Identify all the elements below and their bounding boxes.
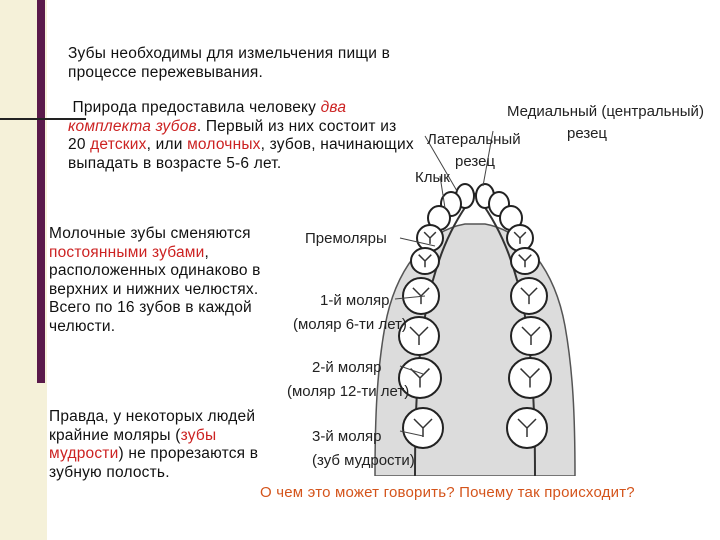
left-decor-bar [37,0,45,383]
p4-highlight-wisdom: зубы мудрости [49,426,217,463]
p3-text-b: , расположенных одинаково в верхних и ни… [49,243,261,335]
p2-highlight-milk: молочных [187,136,261,154]
p3-highlight-permanent: постоянными зубами [49,243,205,261]
label-canine: Клык [415,169,450,186]
premolar-fissure-right [518,254,532,268]
label-premolars: Премоляры [305,230,387,247]
p2-text-c: , или [146,136,188,154]
p2-text-a: Природа предоставила человеку [72,99,321,116]
decor-line [0,118,86,120]
p2-text-d: , зубов, начинающих выпадать в возрасте … [68,136,414,172]
question-text: О чем это может говорить? Почему так про… [260,484,635,501]
premolar-fissure-right [513,231,527,244]
molar-fissure-right [520,287,538,305]
paragraph-intro: Зубы необходимы для измельчения пищи в п… [68,45,391,81]
p2-highlight-two-sets: два комплекта зубов [68,99,347,135]
molar-fissure-left [410,368,430,388]
label-molar-1b: (моляр 6-ти лет) [293,316,407,333]
molar-fissure-right [521,326,541,345]
label-molar-1: 1-й моляр [320,292,389,309]
leader-lines [394,130,494,437]
label-medial-incisor: Медиальный (центральный) [507,103,704,120]
jaw-diagram: Медиальный (центральный) резец Латеральн… [287,103,704,476]
label-molar-2b: (моляр 12-ти лет) [287,383,409,400]
label-molar-3b: (зуб мудрости) [312,452,415,469]
molar-fissure-right [520,368,540,388]
paragraph-permanent: Молочные зубы сменяются постоянными зуба… [49,225,274,337]
label-molar-2: 2-й моляр [312,359,381,376]
label-molar-3: 3-й моляр [312,428,381,445]
molar-fissure-right [517,418,537,437]
label-lateral-incisor: Латеральный [427,131,521,148]
premolar-fissure-left [418,254,432,268]
p2-highlight-children: детских [90,136,147,154]
premolar-fissure-left [423,231,437,244]
p4-text-a: Правда, у некоторых людей крайние моляры… [49,408,256,444]
molar-fissure-left [409,326,429,345]
label-lateral-incisor-2: резец [455,153,495,170]
p2-text-b: . Первый из них состоит из 20 [68,117,397,154]
label-medial-incisor-2: резец [567,125,607,142]
paragraph-wisdom: Правда, у некоторых людей крайние моляры… [49,408,274,482]
p4-text-b: ) не прорезаются в зубную полость. [49,445,259,481]
p3-text-a: Молочные зубы сменяются [49,225,251,242]
paragraph-two-sets: Природа предоставила человеку два компле… [68,99,418,173]
teeth-group [398,183,552,449]
